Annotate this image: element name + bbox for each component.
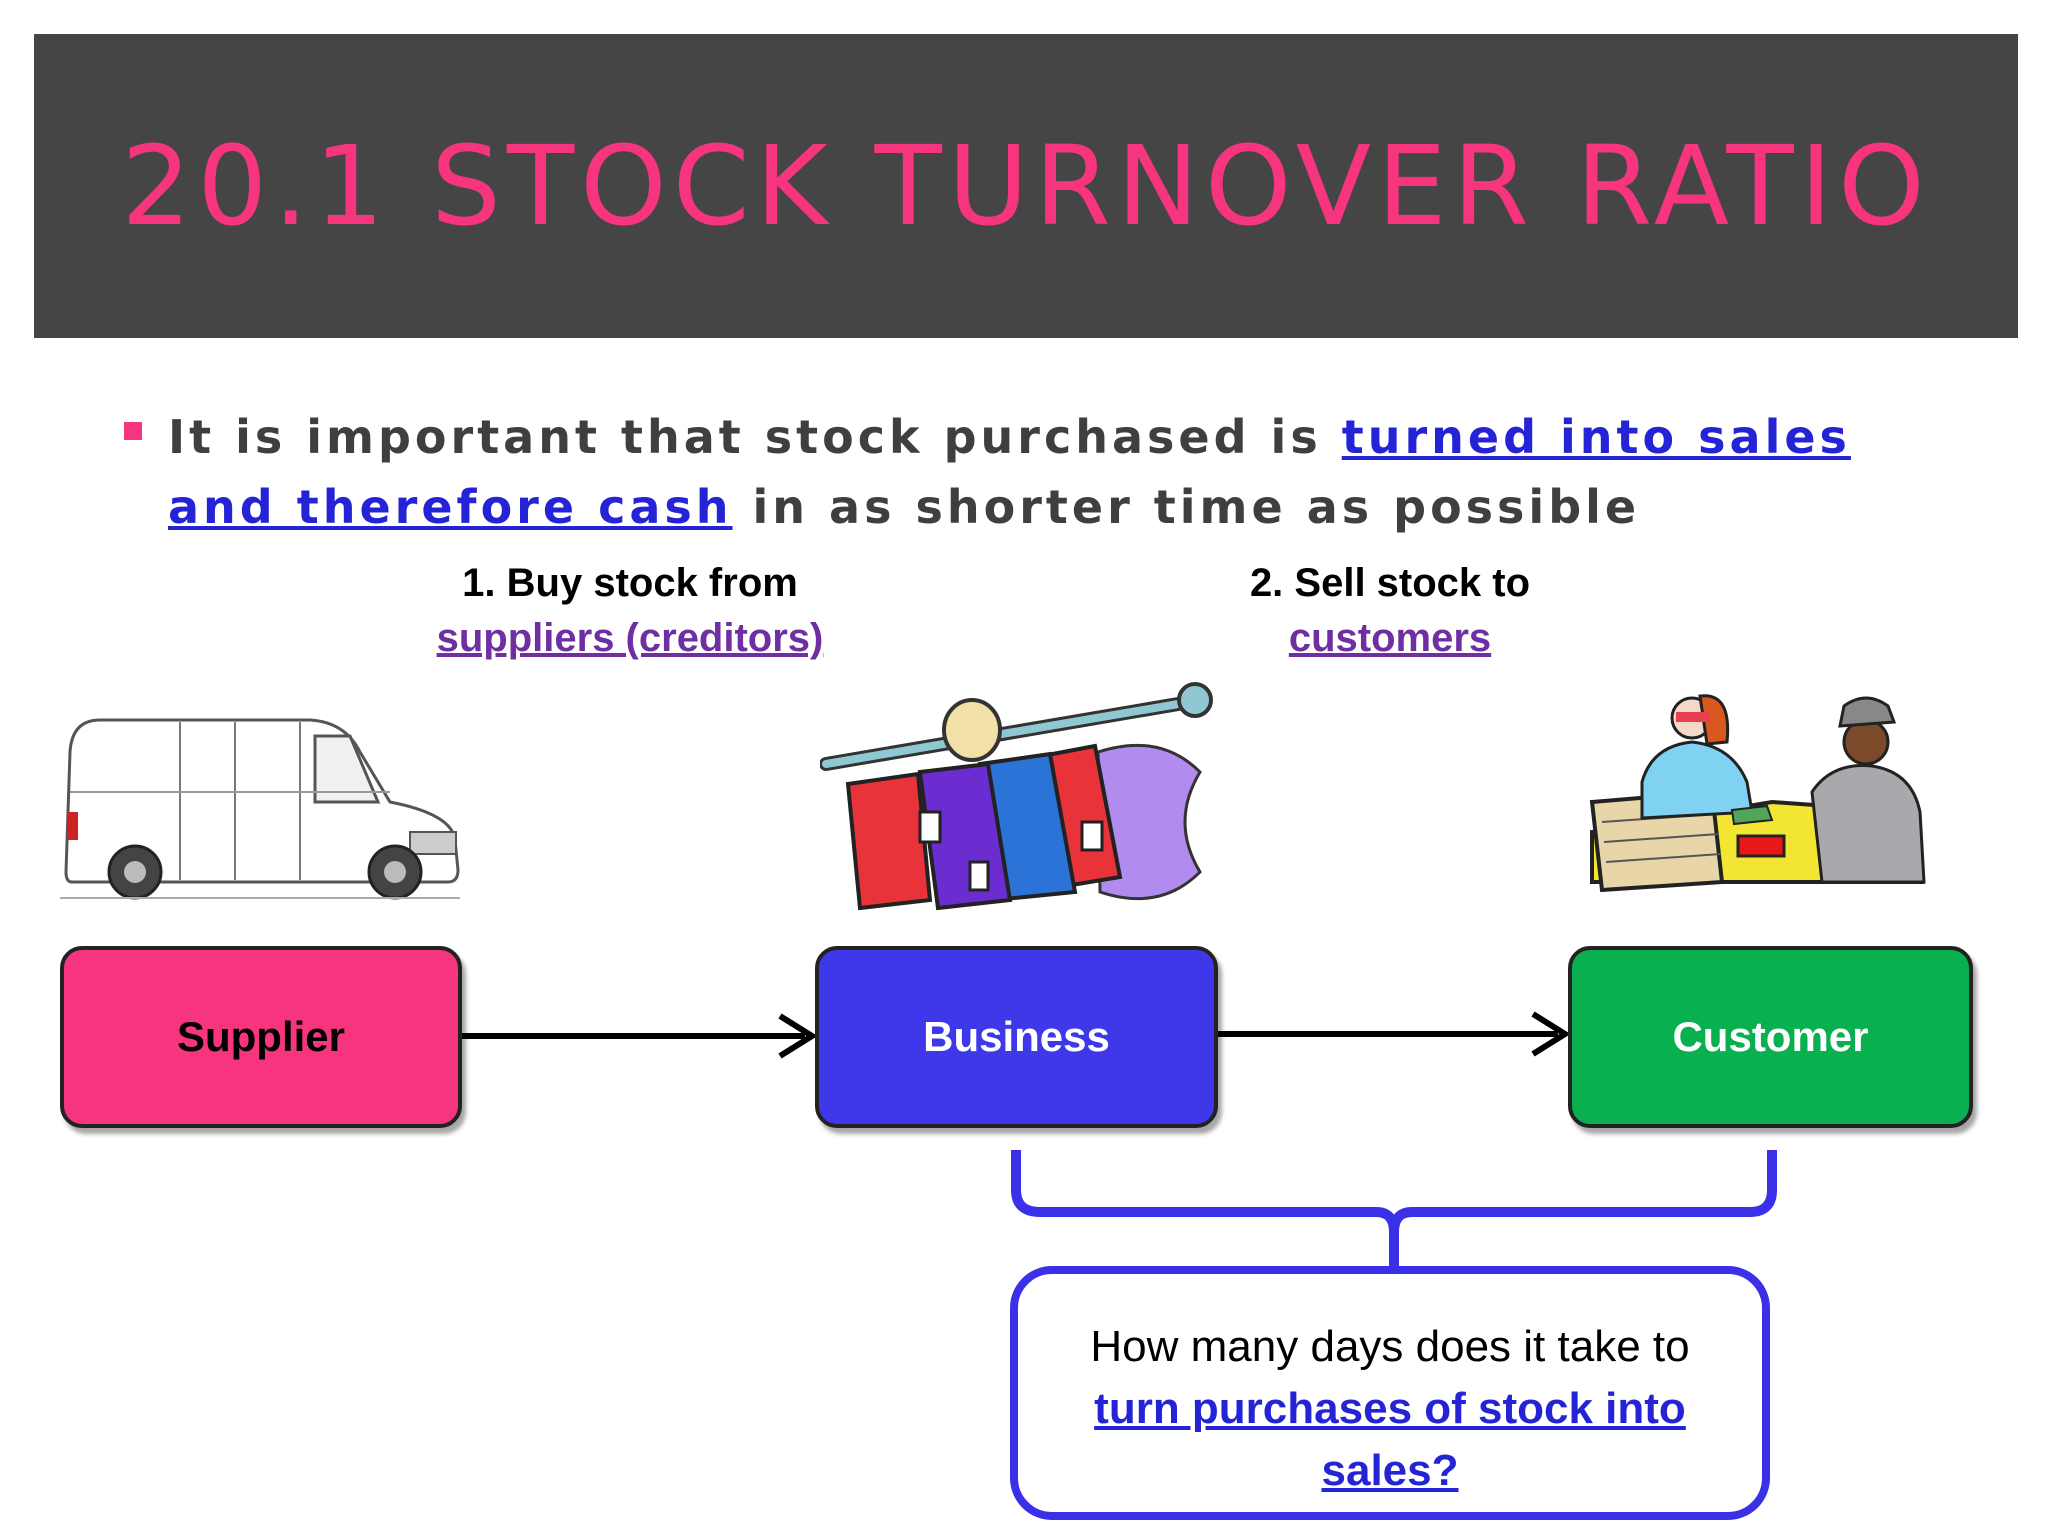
question-link[interactable]: turn purchases of stock into sales? bbox=[1094, 1384, 1686, 1495]
step-buy: 1. Buy stock from suppliers (creditors) bbox=[400, 556, 860, 666]
question-box: How many days does it take to turn purch… bbox=[1010, 1266, 1770, 1520]
bullet-marker bbox=[124, 422, 142, 440]
step-buy-label: 1. Buy stock from bbox=[462, 561, 798, 605]
node-supplier-label: Supplier bbox=[176, 1013, 346, 1060]
bracket bbox=[1011, 1150, 1777, 1270]
bullet-highlight-link[interactable]: turned into sales and therefore cash bbox=[168, 410, 1851, 534]
node-customer-label: Customer bbox=[1672, 1013, 1869, 1060]
step-sell: 2. Sell stock to customers bbox=[1190, 556, 1590, 666]
bullet-text: It is important that stock purchased is … bbox=[168, 402, 1938, 542]
node-business: Business bbox=[815, 946, 1218, 1128]
bullet-text-before: It is important that stock purchased is bbox=[168, 410, 1342, 464]
question-text: How many days does it take to bbox=[1090, 1322, 1690, 1371]
suppliers-link[interactable]: suppliers (creditors) bbox=[436, 616, 824, 660]
van-icon bbox=[60, 718, 460, 900]
node-business-label: Business bbox=[923, 1013, 1110, 1060]
shop-counter-icon bbox=[1589, 694, 1926, 893]
customers-link[interactable]: customers bbox=[1288, 616, 1492, 660]
slide-title: 20.1 STOCK TURNOVER RATIO bbox=[121, 122, 1931, 250]
step-sell-label: 2. Sell stock to bbox=[1249, 561, 1531, 605]
arrowhead-business bbox=[778, 1013, 818, 1059]
node-customer: Customer bbox=[1568, 946, 1973, 1128]
clothes-rack-icon bbox=[820, 682, 1213, 911]
bullet-text-after: in as shorter time as possible bbox=[732, 480, 1641, 534]
arrowhead-customer bbox=[1531, 1011, 1571, 1057]
node-supplier: Supplier bbox=[60, 946, 462, 1128]
title-bar bbox=[34, 34, 2018, 338]
